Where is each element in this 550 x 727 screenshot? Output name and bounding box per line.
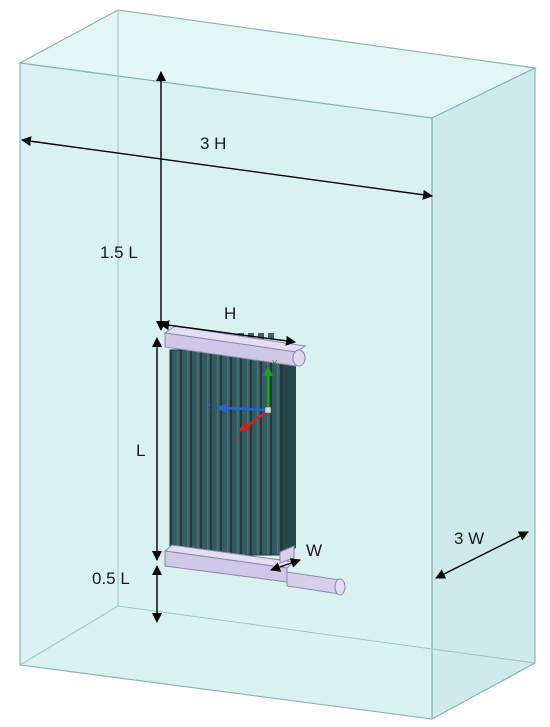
label-1-5l: 1.5 L [100,243,138,262]
label-3h: 3 H [200,134,226,153]
label-0-5l: 0.5 L [92,569,130,588]
axis-x-line [243,409,269,429]
core-side-face [282,344,296,556]
domain-back-left-edge [19,605,119,666]
axis-origin [264,406,272,414]
tube-core [169,349,283,556]
label-3w: 3 W [454,529,484,548]
axis-z-label: Z [206,403,211,412]
dimension-lines [21,71,529,623]
label-l: L [136,441,145,460]
domain-right-face [431,67,536,721]
axis-z-line [221,406,269,412]
label-w: W [306,541,322,560]
dim-3h-line [21,136,433,200]
dim-3w-line [435,531,529,579]
axis-x-label: X [234,433,240,442]
axis-z-arrowhead [216,403,226,413]
dimension-labels: 3 H 1.5 L H L 0.5 L W 3 W [92,134,484,588]
axis-triad: Y Z X [206,359,278,442]
axis-y-label: Y [272,359,278,368]
label-h: H [224,304,236,323]
domain-back-bottom-edge [117,605,536,664]
axis-x-arrowhead [238,422,249,432]
dim-w-line [270,558,301,572]
axis-y-arrowhead [263,366,273,376]
outlet-pipe-end-cap [334,578,346,596]
dim-h-line [159,320,296,346]
top-header-end-cap [292,349,306,367]
